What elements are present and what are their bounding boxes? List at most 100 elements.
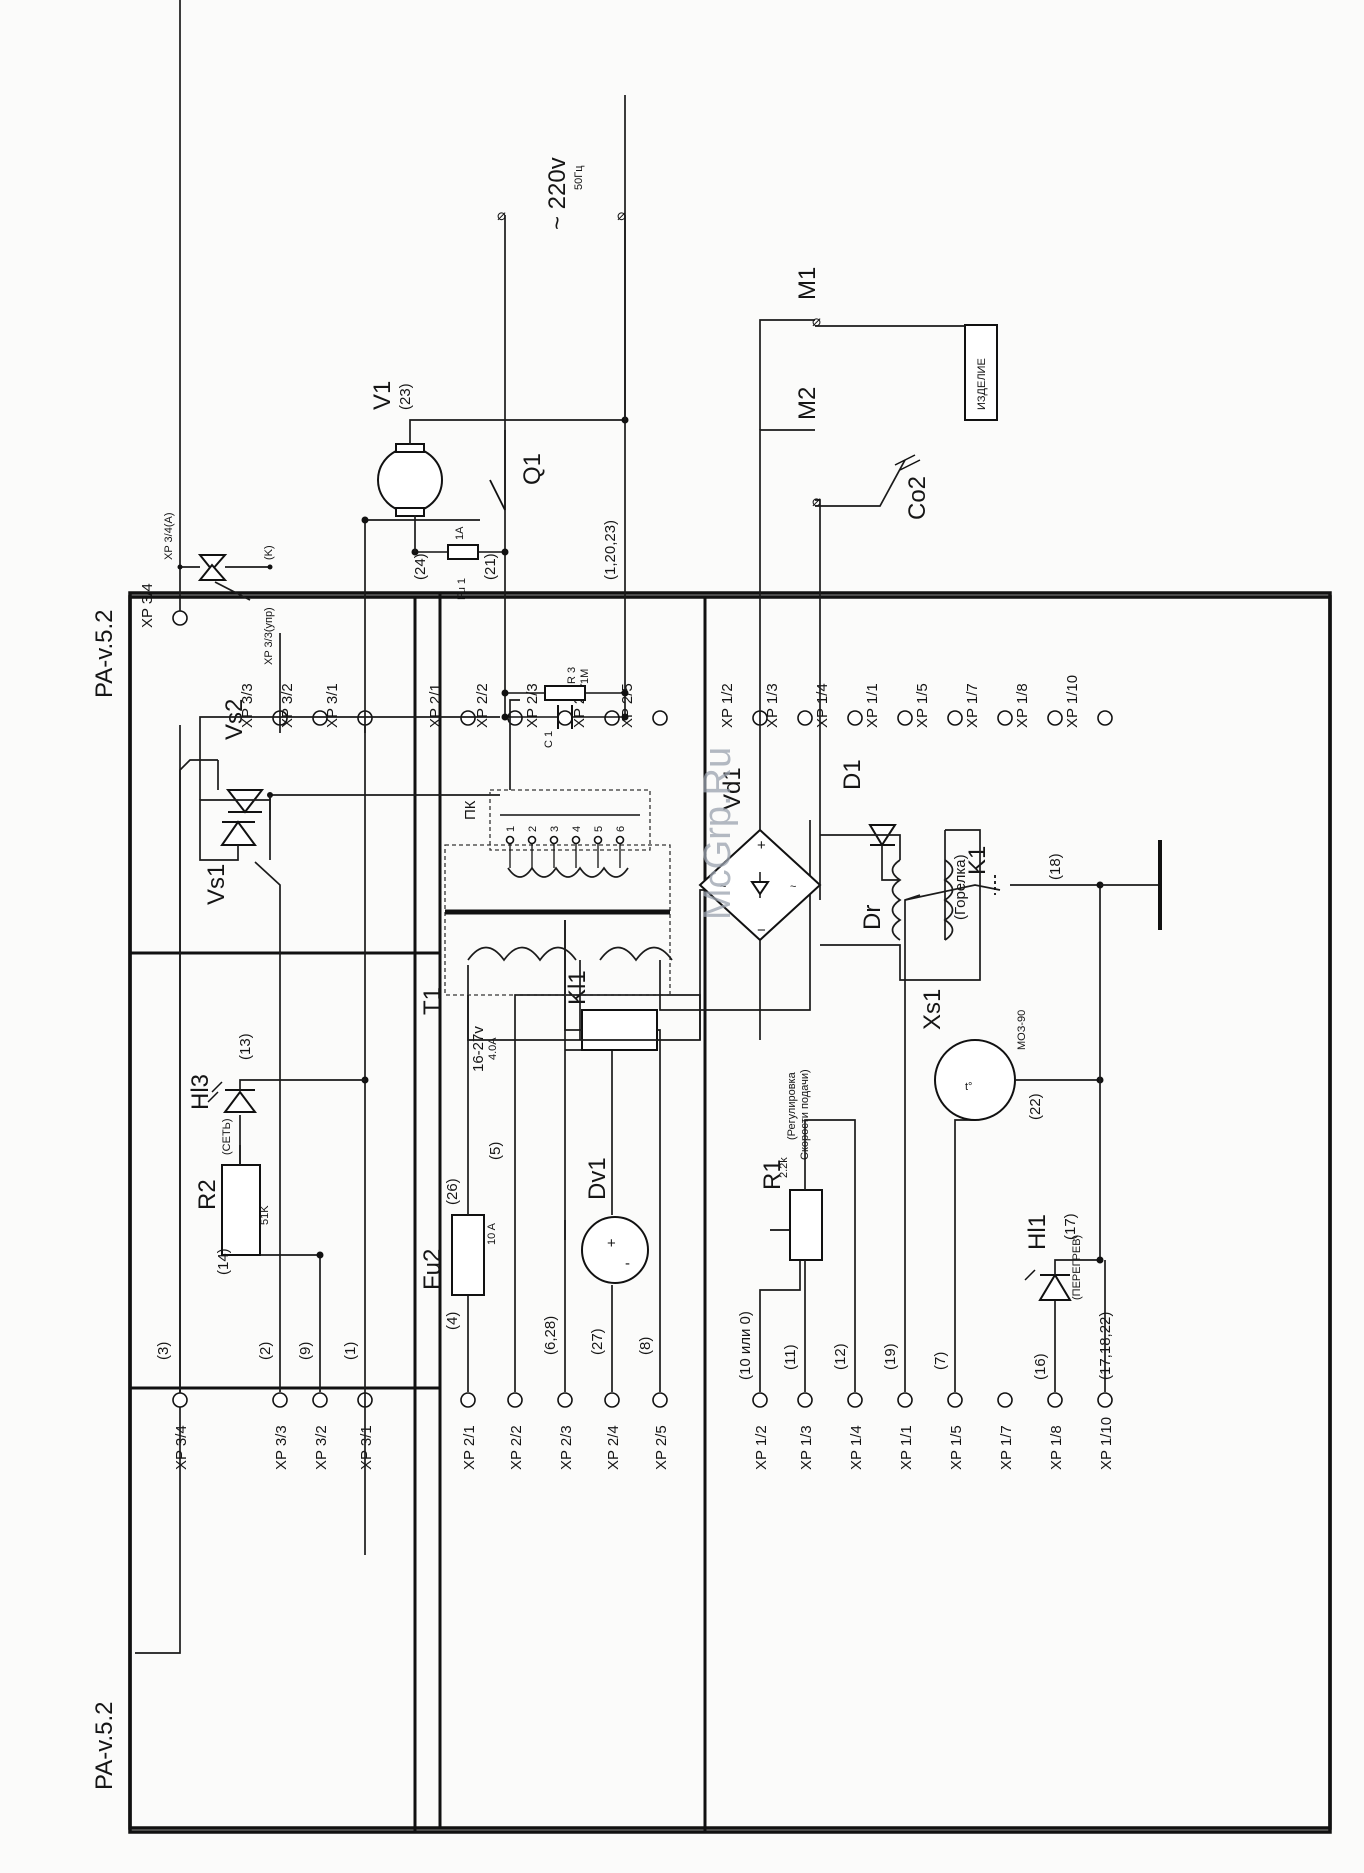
capacitor-c1: C 1	[505, 705, 625, 748]
svg-text:(27): (27)	[589, 1328, 606, 1355]
tap-contact[interactable]	[549, 835, 559, 845]
pin-xp1-5[interactable]: XP 1/5	[914, 683, 963, 728]
terminal-m2[interactable]: ⌀	[812, 493, 821, 510]
svg-text:XP 1/4: XP 1/4	[814, 683, 831, 728]
pin-circle[interactable]	[172, 1392, 188, 1408]
fuse-fu1: Fu 1 1A	[415, 526, 505, 600]
tap-number: 1	[505, 826, 517, 832]
pin-xp1-4[interactable]: XP 1/4	[814, 683, 863, 728]
pin-circle[interactable]	[507, 1392, 523, 1408]
tap-contact[interactable]	[571, 835, 581, 845]
tap-contact[interactable]	[505, 835, 515, 845]
svg-text:R2: R2	[194, 1179, 221, 1210]
pin-circle[interactable]	[557, 1392, 573, 1408]
pin-label: XP 2/1	[461, 1425, 478, 1470]
pin-circle[interactable]	[897, 1392, 913, 1408]
pin-xp1-8[interactable]: XP 1/8	[1014, 683, 1063, 728]
svg-text:XP 1/2: XP 1/2	[719, 683, 736, 728]
svg-text:(1): (1)	[342, 1342, 359, 1360]
pin-circle[interactable]	[604, 1392, 620, 1408]
pin-circle[interactable]	[847, 1392, 863, 1408]
mains-terminal-1[interactable]: ⌀	[497, 207, 506, 224]
svg-text:(26): (26)	[444, 1178, 461, 1205]
pin-circle[interactable]	[947, 1392, 963, 1408]
tap-contact[interactable]	[615, 835, 625, 845]
svg-text:(17,18,22): (17,18,22)	[1097, 1312, 1114, 1380]
contact-k1: K1 (Горелка)	[904, 846, 1001, 920]
tap-contact[interactable]	[593, 835, 603, 845]
svg-text:XP 1/3: XP 1/3	[764, 683, 781, 728]
svg-text:XP 1/8: XP 1/8	[1014, 683, 1031, 728]
pin-label: XP 1/8	[1048, 1425, 1065, 1470]
pin-label: XP 1/10	[1098, 1417, 1115, 1470]
tap-contact[interactable]	[527, 835, 537, 845]
pin-circle[interactable]	[652, 1392, 668, 1408]
pin-circle[interactable]	[1047, 1392, 1063, 1408]
svg-text:R1: R1	[759, 1159, 786, 1190]
pin-circle[interactable]	[460, 1392, 476, 1408]
terminal-m1[interactable]: ⌀	[812, 313, 821, 330]
pin-xp2-1[interactable]: XP 2/1	[427, 683, 476, 728]
svg-text:(8): (8)	[637, 1337, 654, 1355]
svg-text:K1: K1	[964, 846, 991, 875]
pin-xp1-10[interactable]: XP 1/10	[1064, 675, 1113, 728]
pin-label: XP 1/1	[898, 1425, 915, 1470]
pin-circle[interactable]	[797, 1392, 813, 1408]
pin-xp2-2[interactable]: XP 2/2	[474, 683, 523, 728]
pin-label: XP 3/4	[173, 1425, 190, 1470]
pin-circle[interactable]	[312, 1392, 328, 1408]
switch-q1[interactable]: Q1	[489, 430, 546, 511]
svg-text:(9): (9)	[297, 1342, 314, 1360]
resistor-r3: R 3 1M	[505, 667, 625, 701]
svg-text:4.0A: 4.0A	[487, 1037, 499, 1060]
watermark: McGrp.Ru	[697, 747, 739, 920]
tap-number: 5	[593, 826, 605, 832]
pin-circle[interactable]	[272, 1392, 288, 1408]
svg-text:(22): (22)	[1027, 1093, 1044, 1120]
svg-text:~ 220v: ~ 220v	[544, 157, 571, 230]
fuse-fu2: Fu2 10 A	[419, 1214, 498, 1296]
pin-xp3-4[interactable]: XP 3/4	[139, 583, 188, 628]
pin-label: XP 2/4	[605, 1425, 622, 1470]
transformer-t1: T1	[419, 844, 673, 1015]
pin-xp1-3[interactable]: XP 1/3	[764, 683, 813, 728]
svg-text:1M: 1M	[579, 669, 591, 684]
tap-number: 3	[549, 826, 561, 832]
svg-text:XP 1/5: XP 1/5	[914, 683, 931, 728]
svg-text:ПК: ПК	[462, 800, 479, 820]
svg-text:XP 3/4(A): XP 3/4(A)	[163, 513, 175, 561]
pin-xp1-7[interactable]: XP 1/7	[964, 683, 1013, 728]
pin-circle[interactable]	[752, 1392, 768, 1408]
pin-label: XP 1/7	[998, 1425, 1015, 1470]
wire-3	[179, 759, 218, 1392]
svg-text:XP 3/1: XP 3/1	[324, 683, 341, 728]
svg-text:XP 2/2: XP 2/2	[474, 683, 491, 728]
fan-motor-v1: V1	[369, 381, 443, 517]
svg-text:XP 2/1: XP 2/1	[427, 683, 444, 728]
product-box: ИЗДЕЛИЕ	[964, 324, 998, 421]
svg-text:V1: V1	[369, 381, 396, 410]
svg-text:C 1: C 1	[543, 731, 555, 748]
svg-text:(19): (19)	[882, 1343, 899, 1370]
svg-text:(14): (14)	[215, 1248, 232, 1275]
pin-xp3-2[interactable]: XP 3/2	[279, 683, 328, 728]
svg-text:(17): (17)	[1062, 1213, 1079, 1240]
svg-text:ИЗДЕЛИЕ: ИЗДЕЛИЕ	[976, 358, 988, 410]
pin-xp1-1[interactable]: XP 1/1	[864, 683, 913, 728]
thyristor-vs2: Vs2	[221, 699, 265, 814]
svg-text:Vs1: Vs1	[203, 864, 230, 905]
pin-circle[interactable]	[997, 1392, 1013, 1408]
svg-text:−: −	[757, 922, 766, 939]
svg-text:(Регулировка: (Регулировка	[786, 1071, 798, 1140]
mains-terminal-2[interactable]: ⌀	[617, 207, 626, 224]
wire-2	[254, 861, 281, 1392]
svg-text:(СЕТЬ): (СЕТЬ)	[221, 1118, 233, 1155]
svg-text:+: +	[607, 1235, 616, 1252]
wiring	[135, 0, 366, 1654]
pin-circle[interactable]	[1097, 1392, 1113, 1408]
svg-text:50Гц: 50Гц	[573, 165, 585, 190]
svg-text:Hl3: Hl3	[187, 1074, 214, 1110]
svg-text:Vd1: Vd1	[719, 767, 746, 810]
